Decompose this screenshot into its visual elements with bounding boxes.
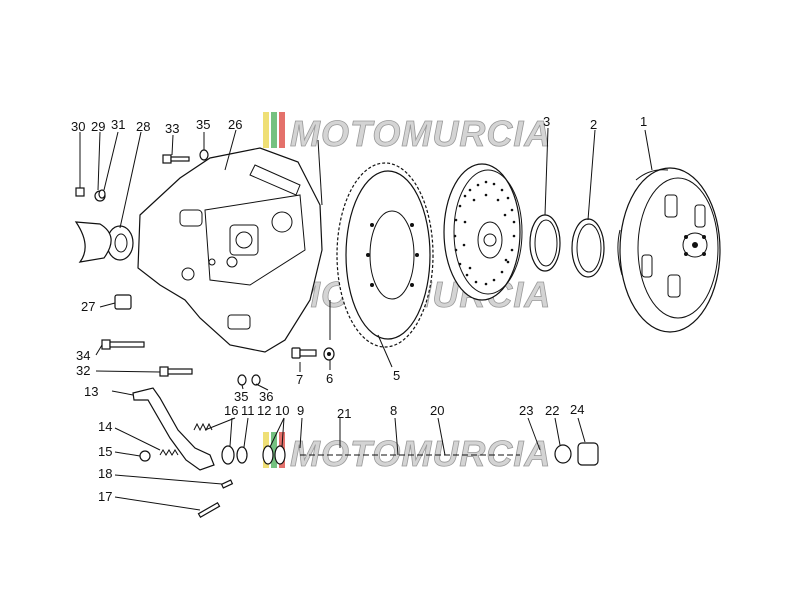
washer-part-31 — [98, 189, 106, 199]
flywheel-part — [336, 162, 434, 348]
callout-10: 10 — [275, 403, 289, 418]
washer-part-22 — [554, 444, 572, 464]
callout-9: 9 — [297, 403, 304, 418]
washer-part-6 — [323, 347, 335, 361]
washer-part-12 — [236, 446, 248, 464]
bell-housing-part — [137, 147, 323, 353]
callout-29: 29 — [91, 119, 105, 134]
callout-13: 13 — [84, 384, 98, 399]
callout-labels: 1 2 3 5 6 7 8 9 10 11 12 13 14 15 16 17 … — [71, 114, 647, 504]
callout-5: 5 — [393, 368, 400, 383]
bolt-part-17 — [197, 501, 221, 519]
pin-part-18 — [220, 479, 234, 489]
nut-part-15 — [139, 450, 151, 462]
plate-part — [74, 221, 112, 263]
bolt-part-32 — [159, 366, 193, 377]
washer-part-35-bottom — [237, 374, 247, 386]
balls-part-10 — [262, 445, 286, 465]
callout-27: 27 — [81, 299, 95, 314]
ring-part-3 — [529, 214, 561, 272]
callout-3: 3 — [543, 114, 550, 129]
callout-12: 12 — [257, 403, 271, 418]
screw-part-33 — [162, 154, 190, 164]
callout-14: 14 — [98, 419, 112, 434]
callout-32: 32 — [76, 363, 90, 378]
callout-31: 31 — [111, 117, 125, 132]
callout-20: 20 — [430, 403, 444, 418]
callout-21: 21 — [337, 406, 351, 421]
callout-8: 8 — [390, 403, 397, 418]
callout-24: 24 — [570, 402, 584, 417]
callout-18: 18 — [98, 466, 112, 481]
watermark-text: MOTOMURCIA — [290, 113, 551, 154]
callout-26: 26 — [228, 117, 242, 132]
spring-part-14 — [159, 449, 179, 456]
callout-16: 16 — [224, 403, 238, 418]
clutch-disc-part — [443, 163, 523, 301]
watermark-text: MOTOMURCIA — [290, 433, 551, 474]
ring-part-2 — [571, 218, 605, 278]
callout-7: 7 — [296, 372, 303, 387]
callout-6: 6 — [326, 371, 333, 386]
callout-30: 30 — [71, 119, 85, 134]
callout-15: 15 — [98, 444, 112, 459]
watermark-top: MOTOMURCIA — [263, 112, 551, 154]
spring-part-16 — [193, 422, 213, 432]
bolt-part-7 — [291, 347, 317, 359]
clutch-cover-part — [617, 167, 721, 333]
callout-11: 11 — [241, 403, 255, 418]
nut-part-36 — [251, 374, 261, 386]
leader-lines — [79, 127, 653, 511]
callout-22: 22 — [545, 403, 559, 418]
callout-2: 2 — [590, 117, 597, 132]
callout-23: 23 — [519, 403, 533, 418]
callout-35-top: 35 — [196, 117, 210, 132]
callout-1: 1 — [640, 114, 647, 129]
washer-part-35-top — [199, 149, 209, 161]
screw-part-30 — [75, 187, 85, 197]
plug-part-27 — [114, 294, 132, 310]
callout-28: 28 — [136, 119, 150, 134]
lever-part-13 — [132, 387, 215, 471]
callout-34: 34 — [76, 348, 90, 363]
watermark-bottom: MOTOMURCIA — [263, 432, 551, 474]
callout-36: 36 — [259, 389, 273, 404]
nut-part-24 — [577, 442, 599, 466]
callout-17: 17 — [98, 489, 112, 504]
bolt-part-34 — [101, 339, 145, 350]
washer-part-11 — [221, 445, 235, 465]
callout-33: 33 — [165, 121, 179, 136]
callout-35-bottom: 35 — [234, 389, 248, 404]
